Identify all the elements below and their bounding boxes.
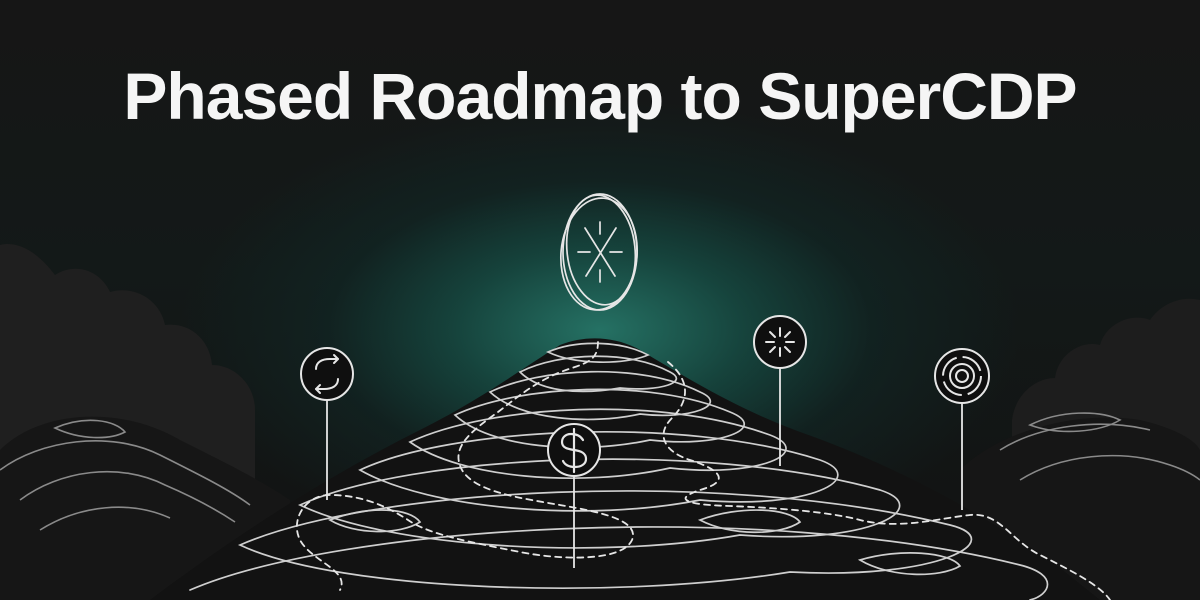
marker-dollar[interactable] (547, 423, 601, 568)
dashed-route (295, 341, 1111, 600)
summit-logo[interactable] (556, 192, 641, 313)
marker-swap[interactable] (300, 347, 354, 500)
main-mountain (150, 338, 1100, 600)
mountain-contours (189, 342, 1049, 600)
dollar-icon (560, 427, 588, 474)
marker-sparkle[interactable] (753, 315, 807, 466)
concentric-rings-icon (942, 356, 982, 396)
marker-rings[interactable] (934, 348, 990, 510)
x-logo-icon (559, 193, 639, 311)
swap-arrows-icon (315, 354, 339, 394)
page-title: Phased Roadmap to SuperCDP (123, 59, 1077, 133)
sparkle-icon (765, 327, 795, 357)
